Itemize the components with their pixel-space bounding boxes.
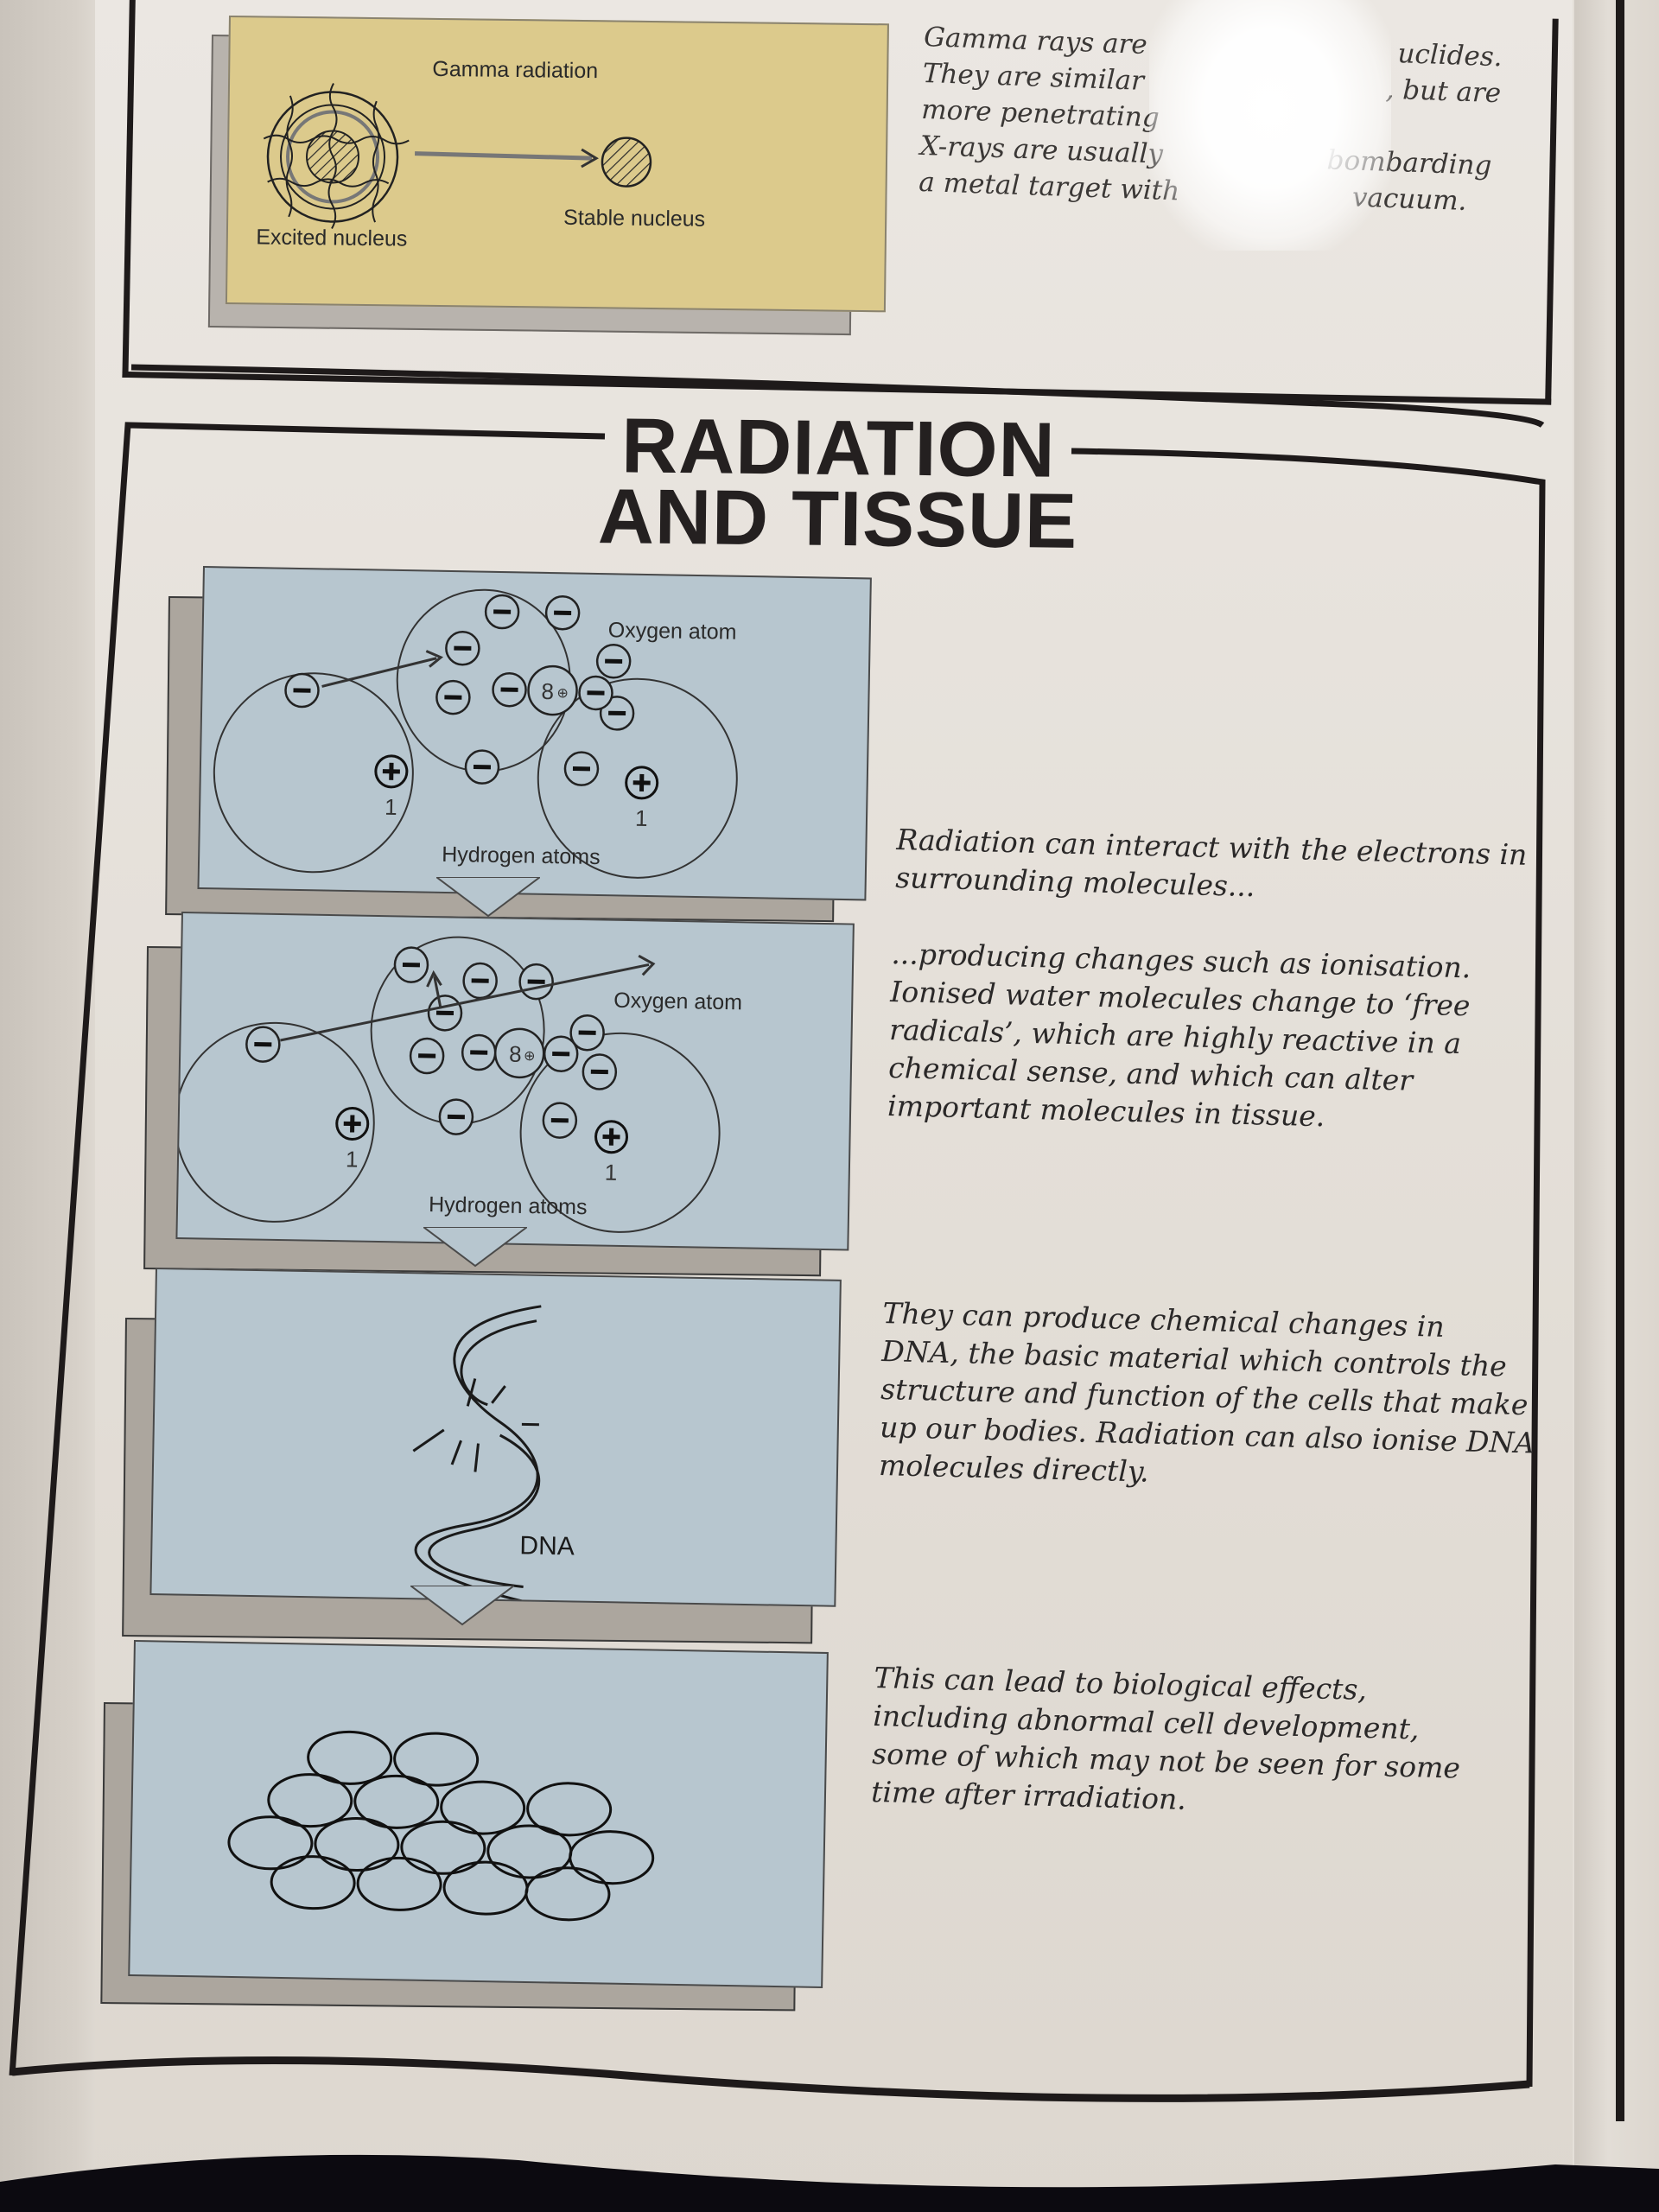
- step-4-text: This can lead to biological effects, inc…: [871, 1659, 1463, 1826]
- proton-icon: [374, 754, 659, 800]
- ionised-water-molecule-diagram: 8 ⊕ 1 1 Oxygen atom Hydrogen atoms: [177, 936, 742, 1233]
- svg-text:⊕: ⊕: [556, 686, 569, 701]
- svg-text:⊕: ⊕: [524, 1049, 536, 1064]
- step-2-text: ...producing changes such as ionisation.…: [887, 935, 1471, 1139]
- gamma-title: Gamma radiation: [432, 57, 598, 83]
- gamma-diagram-card: Gamma radiation Excited nucleus Stable n…: [225, 16, 889, 313]
- dna-helix-icon: [412, 1305, 542, 1605]
- electron-icon: [284, 594, 635, 786]
- arrow-icon: [321, 657, 437, 688]
- stable-nucleus-label: Stable nucleus: [563, 206, 705, 232]
- hydrogen-number: 1: [605, 1160, 618, 1185]
- step-1-panel: 8 ⊕ 1 1 Oxygen atom Hydrogen atoms: [197, 566, 872, 901]
- oxygen-nucleus-number: 8: [509, 1041, 522, 1067]
- down-arrow-notch-icon: [423, 1227, 527, 1268]
- oxygen-atom-label: Oxygen atom: [608, 618, 737, 645]
- hydrogen-atoms-label: Hydrogen atoms: [429, 1192, 588, 1219]
- step-2-panel: 8 ⊕ 1 1 Oxygen atom Hydrogen atoms: [175, 912, 855, 1251]
- cell-cluster-diagram: [227, 1730, 655, 1922]
- arrow-icon: [280, 954, 656, 1042]
- cells-icon: [227, 1730, 655, 1922]
- hydrogen-number: 1: [346, 1146, 359, 1172]
- adjacent-page-border: [1616, 0, 1624, 2121]
- stable-nucleus-icon: [601, 137, 652, 188]
- step-3-text: They can produce chemical changes in DNA…: [879, 1294, 1538, 1500]
- excited-nucleus-icon: [263, 83, 410, 229]
- hydrogen-number: 1: [385, 794, 397, 820]
- step-1-text: Radiation can interact with the electron…: [895, 821, 1528, 912]
- hydrogen-atoms-label: Hydrogen atoms: [442, 842, 601, 869]
- excited-nucleus-label: Excited nucleus: [256, 225, 407, 251]
- oxygen-nucleus-number: 8: [541, 678, 554, 704]
- hydrogen-number: 1: [635, 805, 648, 831]
- electron-icon: [245, 946, 618, 1139]
- arrow-right-icon: [414, 148, 599, 168]
- down-arrow-notch-icon: [436, 877, 540, 918]
- proton-icon: [335, 1106, 629, 1154]
- gamma-diagram: Gamma radiation Excited nucleus Stable n…: [256, 57, 705, 251]
- dna-label: DNA: [519, 1531, 575, 1560]
- down-arrow-notch-icon: [410, 1586, 514, 1626]
- water-molecule-diagram: 8 ⊕ 1 1 Oxygen atom Hydrogen atoms: [213, 588, 738, 879]
- step-4-panel: [128, 1640, 829, 1988]
- binding-gutter: [0, 0, 108, 2212]
- oxygen-atom-label: Oxygen atom: [613, 988, 742, 1015]
- page-title: RADIATION AND TISSUE: [595, 403, 1081, 565]
- title-line-2: AND TISSUE: [597, 474, 1078, 565]
- dna-diagram: DNA: [412, 1305, 575, 1605]
- step-3-panel: DNA: [149, 1268, 842, 1607]
